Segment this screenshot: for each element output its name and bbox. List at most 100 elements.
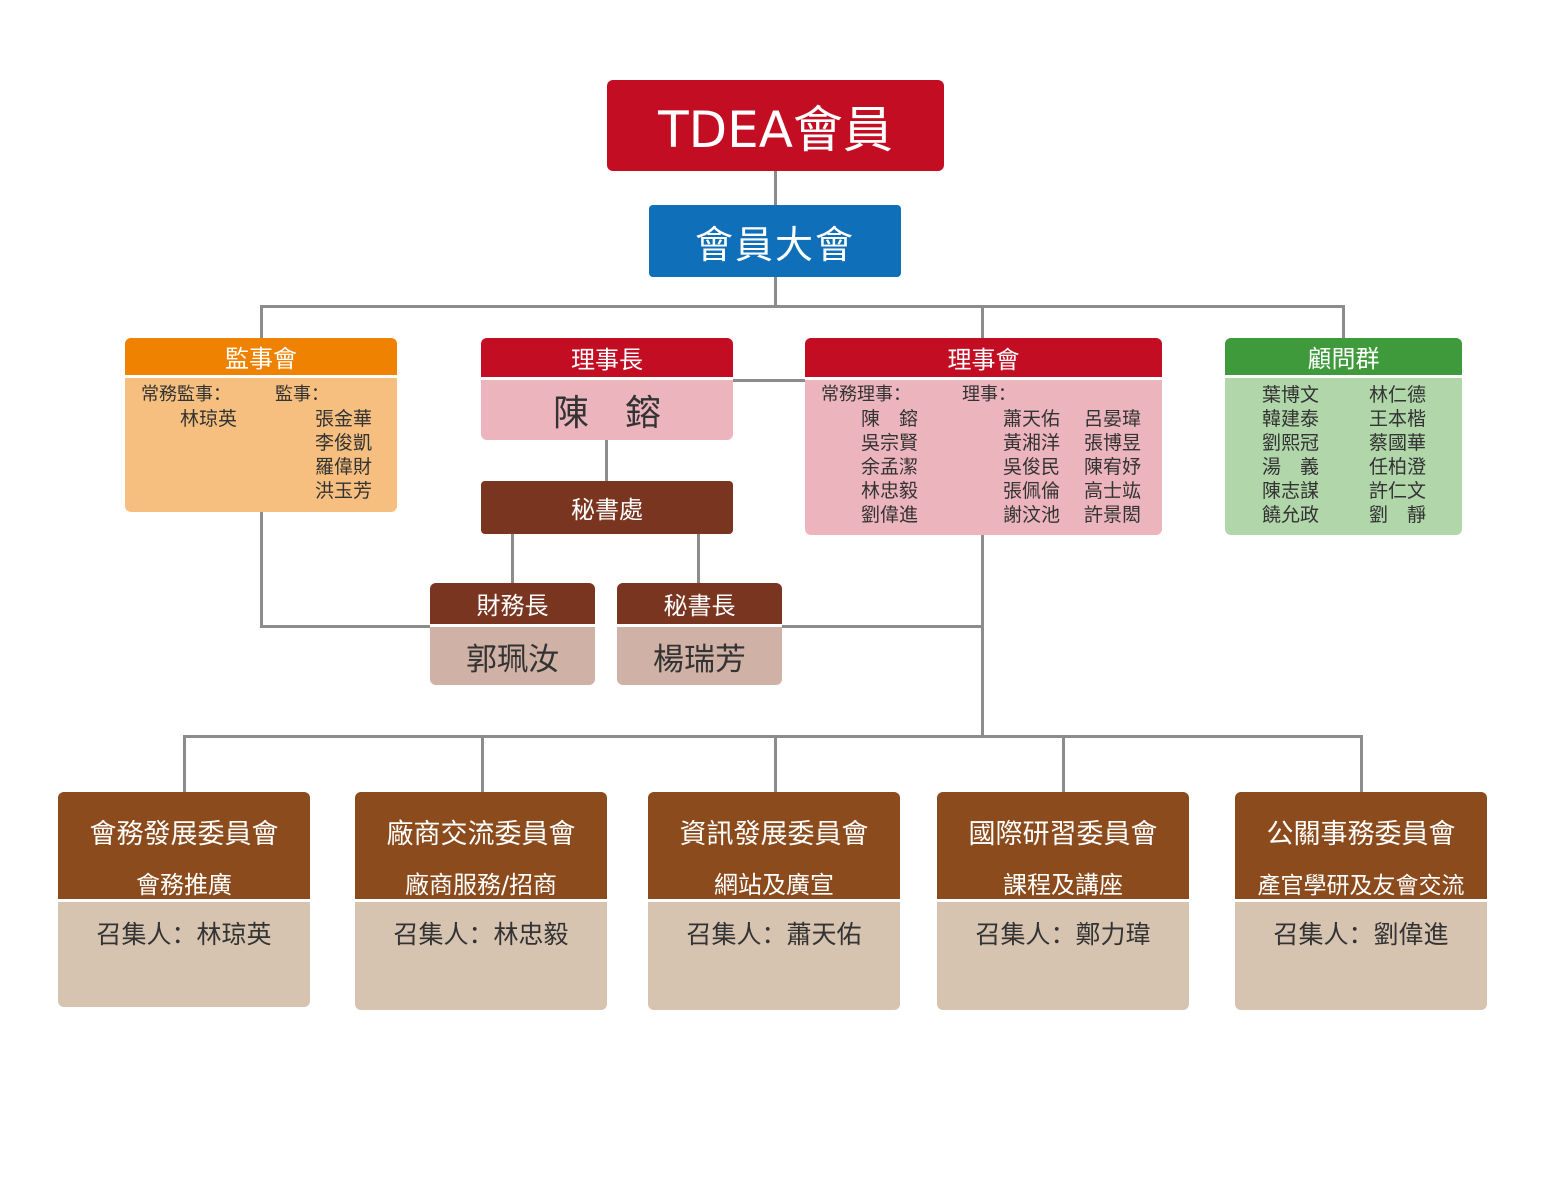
line-committee-3 — [774, 735, 777, 793]
director-name: 陳宥妤 — [1084, 456, 1142, 478]
line-secgen-board — [779, 625, 984, 628]
advisor-name: 湯 義 — [1262, 456, 1320, 478]
line-to-advisors — [1342, 305, 1345, 340]
advisor-name: 劉 靜 — [1369, 504, 1427, 526]
director-name: 呂晏瑋 — [1084, 408, 1142, 430]
committee-task: 廠商服務/招商 — [404, 871, 558, 899]
committee-header: 公關事務委員會 產官學研及友會交流 — [1235, 792, 1487, 902]
line-level2-horizontal — [260, 305, 1345, 308]
finance-node: 財務長 郭珮汝 — [430, 583, 595, 685]
standing-director-name: 劉偉進 — [861, 504, 919, 526]
committee-name: 資訊發展委員會 — [679, 819, 869, 850]
secretary-general-name-area: 楊瑞芳 — [617, 627, 782, 685]
line-committee-2 — [481, 735, 484, 793]
secretary-general-header: 秘書長 — [617, 583, 782, 627]
line-committee-4 — [1062, 735, 1065, 793]
general-assembly-title: 會員大會 — [694, 222, 855, 267]
chairman-title: 理事長 — [571, 346, 643, 374]
top-node-title: TDEA會員 — [658, 100, 893, 159]
supervisor-name: 張金華 — [315, 408, 373, 430]
committee-header: 廠商交流委員會 廠商服務/招商 — [355, 792, 607, 902]
director-name: 謝汶池 — [1003, 504, 1061, 526]
board-header: 理事會 — [805, 338, 1162, 380]
supervisor-name: 羅偉財 — [315, 456, 373, 478]
chairman-node: 理事長 陳 鎔 — [481, 338, 733, 440]
advisor-name: 許仁文 — [1369, 480, 1427, 502]
line-committee-5 — [1360, 735, 1363, 793]
advisors-title: 顧問群 — [1307, 345, 1380, 373]
secretariat-node: 秘書處 — [481, 481, 733, 534]
advisor-name: 任柏澄 — [1369, 456, 1427, 478]
standing-supervisor-name: 林琼英 — [180, 408, 238, 430]
director-name: 蕭天佑 — [1003, 408, 1061, 430]
director-name: 高士竑 — [1084, 480, 1142, 502]
standing-supervisor-label: 常務監事： — [141, 384, 231, 405]
committee-name: 公關事務委員會 — [1266, 819, 1456, 850]
committee-name: 廠商交流委員會 — [386, 819, 576, 850]
committee-name: 會務發展委員會 — [89, 819, 279, 850]
finance-title: 財務長 — [476, 592, 549, 620]
advisors-header: 顧問群 — [1225, 338, 1462, 378]
committee-card: 資訊發展委員會 網站及廣宣 召集人：蕭天佑 — [648, 792, 900, 1010]
line-committee-1 — [183, 735, 186, 793]
advisor-name: 陳志謀 — [1262, 480, 1320, 502]
supervisors-title: 監事會 — [225, 345, 297, 373]
committee-task: 會務推廣 — [136, 871, 232, 899]
line-chairman-board — [732, 379, 806, 382]
committee-card: 廠商交流委員會 廠商服務/招商 召集人：林忠毅 — [355, 792, 607, 1010]
advisor-name: 蔡國華 — [1369, 432, 1427, 454]
line-supervisors-down — [260, 510, 263, 628]
director-label: 理事： — [962, 384, 1016, 405]
chairman-name: 陳 鎔 — [552, 393, 661, 434]
line-supervisors-finance — [260, 625, 432, 628]
advisor-name: 葉博文 — [1262, 384, 1320, 406]
committee-card: 公關事務委員會 產官學研及友會交流 召集人：劉偉進 — [1235, 792, 1487, 1010]
committee-header: 會務發展委員會 會務推廣 — [58, 792, 310, 902]
advisor-name: 饒允政 — [1262, 504, 1320, 526]
director-name: 張博昱 — [1084, 432, 1142, 454]
standing-director-name: 林忠毅 — [861, 480, 919, 502]
committee-convener: 召集人：鄭力瑋 — [975, 920, 1151, 949]
line-secretariat-finance — [511, 533, 514, 585]
committee-name: 國際研習委員會 — [968, 819, 1158, 850]
supervisor-name: 洪玉芳 — [315, 480, 373, 502]
committee-header: 資訊發展委員會 網站及廣宣 — [648, 792, 900, 902]
committee-convener: 召集人：林忠毅 — [393, 920, 569, 949]
committee-task: 產官學研及友會交流 — [1257, 873, 1465, 899]
advisor-name: 王本楷 — [1369, 408, 1427, 430]
committee-task: 課程及講座 — [1003, 871, 1123, 899]
board-title: 理事會 — [947, 346, 1020, 374]
finance-name-area: 郭珮汝 — [430, 627, 595, 685]
top-node: TDEA會員 — [607, 80, 944, 171]
committee-header: 國際研習委員會 課程及講座 — [937, 792, 1189, 902]
director-name: 許景閎 — [1084, 504, 1142, 526]
finance-header: 財務長 — [430, 583, 595, 627]
supervisor-name: 李俊凱 — [315, 432, 373, 454]
chairman-header: 理事長 — [481, 338, 733, 380]
committee-convener: 召集人：蕭天佑 — [686, 920, 862, 949]
supervisor-label: 監事： — [275, 384, 329, 405]
secretary-general-node: 秘書長 楊瑞芳 — [617, 583, 782, 685]
finance-name: 郭珮汝 — [466, 641, 559, 678]
line-to-supervisors — [260, 305, 263, 340]
advisor-name: 劉熙冠 — [1262, 432, 1320, 454]
standing-director-name: 余孟潔 — [861, 456, 919, 478]
director-name: 黃湘洋 — [1003, 432, 1061, 454]
director-name: 張佩倫 — [1003, 480, 1061, 502]
advisor-name: 韓建泰 — [1262, 408, 1320, 430]
line-assembly-down — [774, 276, 777, 307]
committee-convener: 召集人：劉偉進 — [1273, 920, 1449, 949]
committee-task: 網站及廣宣 — [714, 871, 834, 899]
committee-card: 國際研習委員會 課程及講座 召集人：鄭力瑋 — [937, 792, 1189, 1010]
advisors-node: 顧問群 葉博文 韓建泰 劉熙冠 湯 義 陳志謀 饒允政 林仁德 王本楷 蔡國華 … — [1225, 338, 1462, 535]
board-node: 理事會 常務理事： 陳 鎔 吳宗賢 余孟潔 林忠毅 劉偉進 理事： 蕭天佑 黃湘… — [805, 338, 1162, 535]
secretary-general-name: 楊瑞芳 — [653, 641, 746, 678]
standing-director-name: 陳 鎔 — [861, 408, 919, 430]
committee-convener: 召集人：林琼英 — [96, 920, 272, 949]
line-to-board — [981, 305, 984, 340]
director-name: 吳俊民 — [1003, 456, 1061, 478]
standing-director-label: 常務理事： — [821, 384, 911, 405]
general-assembly-node: 會員大會 — [649, 205, 901, 277]
committee-card: 會務發展委員會 會務推廣 召集人：林琼英 — [58, 792, 310, 1007]
line-secretariat-secgen — [697, 533, 700, 585]
